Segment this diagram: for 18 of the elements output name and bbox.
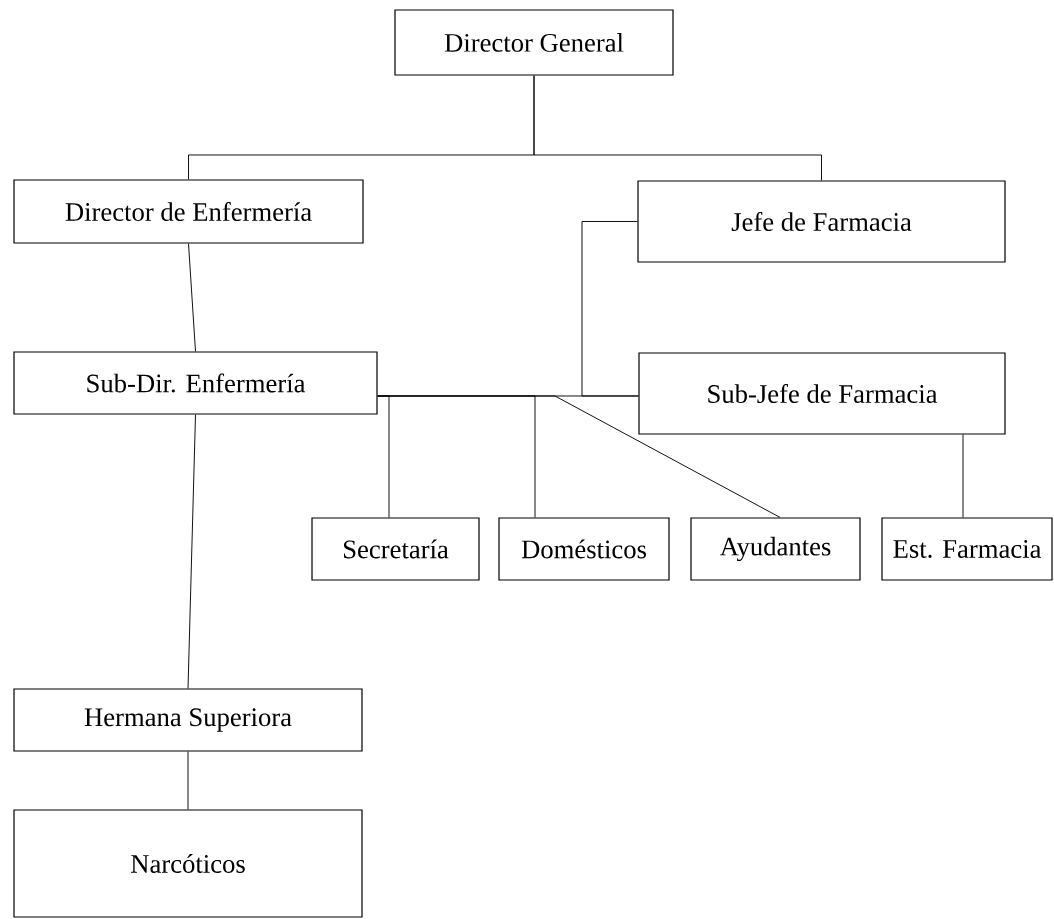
org-box: Sub-Dir. Enfermería — [13, 351, 378, 415]
org-box: Narcóticos — [13, 809, 363, 918]
org-box: Ayudantes — [690, 517, 861, 581]
org-box: Secretaría — [311, 517, 480, 581]
org-box: Hermana Superiora — [13, 688, 363, 752]
org-box: Est. Farmacia — [881, 517, 1053, 581]
org-box: Domésticos — [498, 517, 670, 581]
org-box: Director General — [394, 9, 674, 76]
org-box: Sub-Jefe de Farmacia — [638, 352, 1006, 435]
connector-line — [377, 395, 781, 518]
org-box: Director de Enfermería — [13, 179, 364, 244]
connector-line — [962, 434, 964, 518]
connector-line — [533, 75, 822, 181]
connector-line — [187, 751, 189, 810]
org-box: Jefe de Farmacia — [637, 180, 1006, 263]
connector-line — [187, 414, 196, 689]
connector-line — [581, 221, 639, 397]
connector-line — [188, 243, 196, 352]
